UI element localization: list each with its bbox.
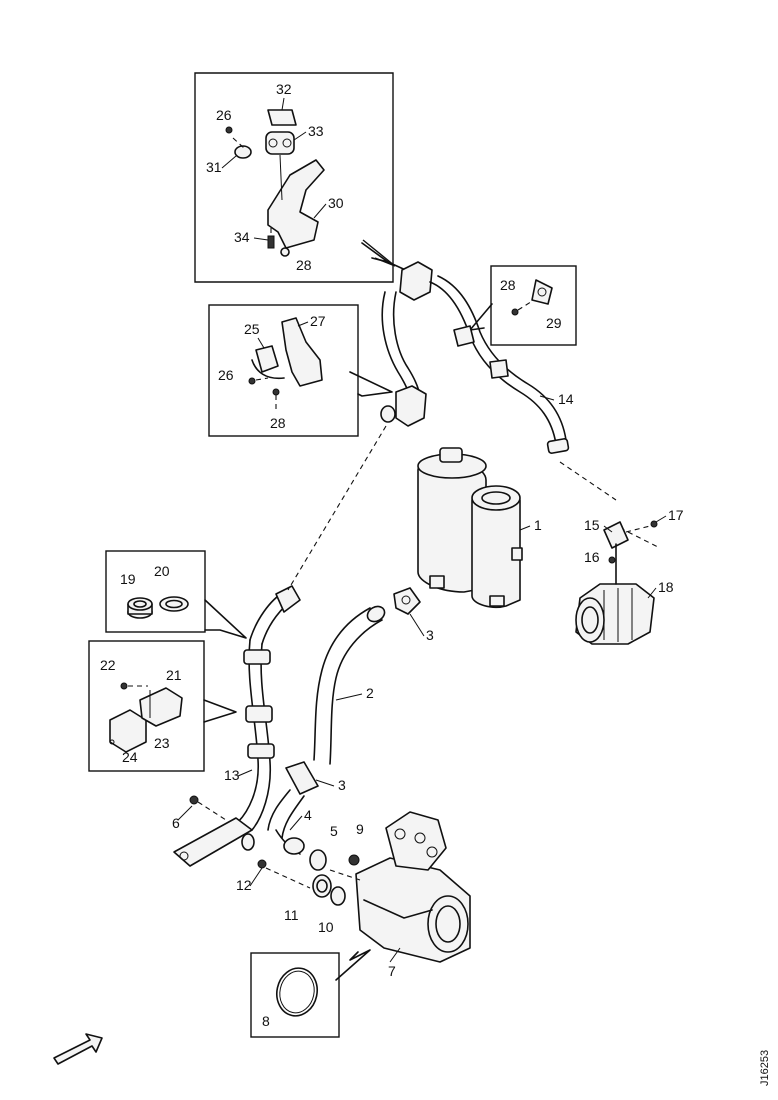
reference-code: J16253 — [759, 1050, 771, 1086]
callout-33: 33 — [308, 123, 324, 139]
front-direction-arrow-icon — [53, 1033, 103, 1065]
callout-13: 13 — [224, 767, 240, 783]
callout-5: 5 — [330, 823, 338, 839]
callout-11: 11 — [284, 907, 299, 923]
callout-3: 3 — [338, 777, 346, 793]
pipe-4 — [189, 761, 319, 889]
callout-22: 22 — [100, 657, 116, 673]
grommet-assembly — [127, 596, 189, 619]
pump-18 — [575, 520, 658, 645]
callout-15: 15 — [584, 517, 600, 533]
callout-leaders — [177, 97, 667, 963]
oring-assembly — [276, 967, 318, 1017]
detail-box-oring — [250, 952, 340, 1038]
dashed-routing-lines — [287, 425, 661, 591]
hose-14 — [381, 261, 570, 454]
callout-14: 14 — [558, 391, 574, 407]
callout-2: 2 — [366, 685, 374, 701]
callout-17: 17 — [668, 507, 684, 523]
callout-24: 24 — [122, 749, 138, 765]
callout-26: 26 — [218, 367, 234, 383]
callout-29: 29 — [546, 315, 562, 331]
callout-21: 21 — [166, 667, 182, 683]
callout-32: 32 — [276, 81, 292, 97]
hose-2 — [313, 587, 421, 765]
reservoir-1 — [417, 447, 523, 609]
callout-10: 10 — [318, 919, 334, 935]
callout-6: 6 — [172, 815, 180, 831]
callout-18: 18 — [658, 579, 674, 595]
middle-bracket-assembly — [248, 317, 323, 410]
hose-13 — [173, 585, 301, 867]
callout-9: 9 — [356, 821, 364, 837]
connector-upper — [380, 385, 427, 427]
callout-1: 1 — [534, 517, 542, 533]
callout-23: 23 — [154, 735, 170, 751]
callout-34: 34 — [234, 229, 250, 245]
callout-28: 28 — [270, 415, 286, 431]
clip-assembly — [511, 279, 553, 316]
upper-bracket-assembly — [225, 109, 325, 257]
callout-19: 19 — [120, 571, 136, 587]
callout-labels: 1 2 3 3 4 5 6 7 8 9 10 11 12 13 14 15 16… — [100, 81, 684, 1029]
pump-7 — [309, 811, 471, 963]
callout-27: 27 — [310, 313, 326, 329]
mount-assembly — [109, 682, 183, 753]
callout-7: 7 — [388, 963, 396, 979]
callout-12: 12 — [236, 877, 252, 893]
callout-25: 25 — [244, 321, 260, 337]
callout-28: 28 — [500, 277, 516, 293]
detail-box-grommet — [105, 550, 206, 633]
callout-28: 28 — [296, 257, 312, 273]
callout-20: 20 — [154, 563, 170, 579]
callout-16: 16 — [584, 549, 600, 565]
callout-4: 4 — [304, 807, 312, 823]
detail-box-clip — [490, 265, 577, 346]
callout-30: 30 — [328, 195, 344, 211]
callout-8: 8 — [262, 1013, 270, 1029]
callout-3: 3 — [426, 627, 434, 643]
callout-31: 31 — [206, 159, 222, 175]
callout-26: 26 — [216, 107, 232, 123]
